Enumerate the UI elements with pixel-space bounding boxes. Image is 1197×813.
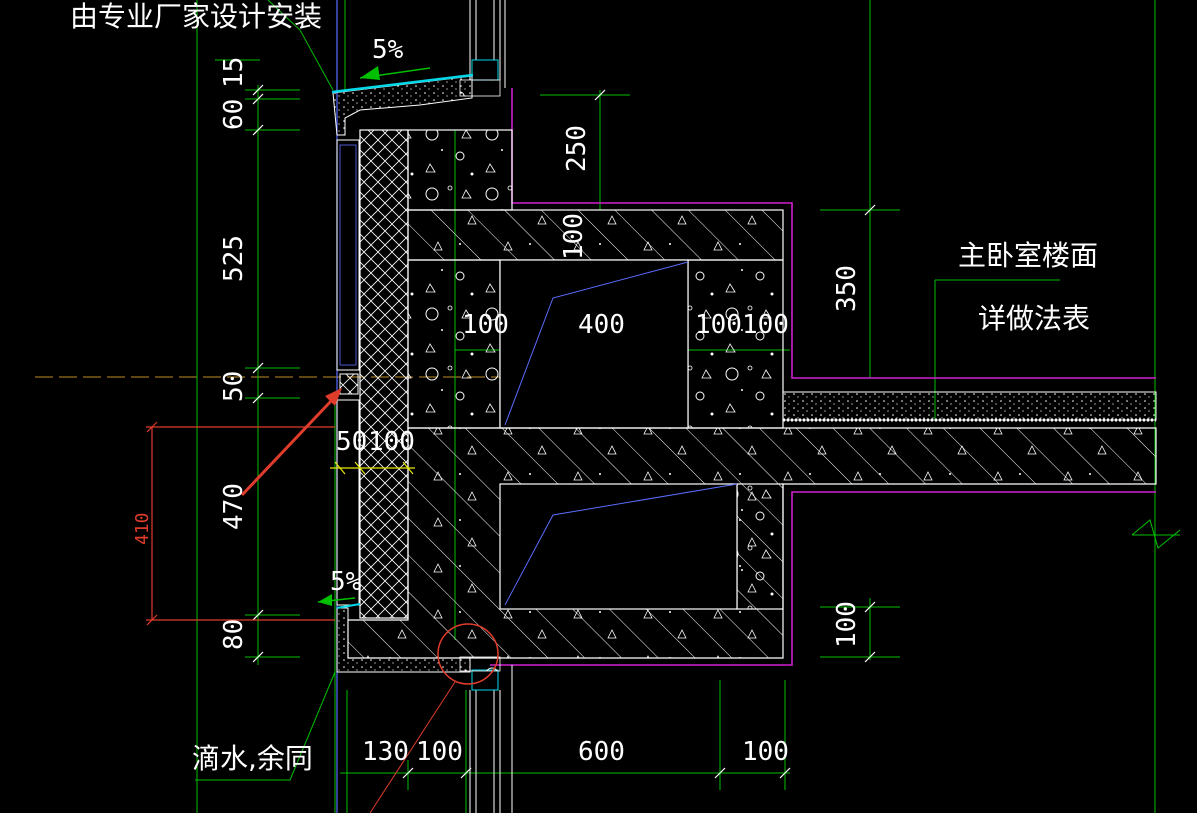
dim-bottom-100-right: 100 [742,737,789,767]
note-detail-table: 详做法表 [978,302,1090,335]
note-manufacturer: 由专业厂家设计安装 [70,0,322,33]
dim-525: 525 [219,235,249,282]
dim-470: 470 [219,483,249,530]
dim-inner-100-r1: 100 [695,310,742,340]
dim-inner-400: 400 [578,310,625,340]
dim-inner-100-left: 100 [462,310,509,340]
dim-bottom-130: 130 [362,737,409,767]
dim-bottom-600: 600 [578,737,625,767]
dim-80: 80 [219,619,249,650]
note-bedroom-floor: 主卧室楼面 [958,239,1098,272]
dim-inner-100-r2: 100 [742,310,789,340]
slope-arrow-top [359,66,431,80]
window-frames [469,0,501,813]
dim-60: 60 [219,99,249,130]
red-dimension-410 [146,421,335,626]
slope-label-top: 5% [372,35,404,65]
dim-inner-50: 50 [336,427,367,457]
dim-250: 250 [562,125,592,172]
dim-15: 15 [219,57,249,88]
dim-100-lower: 100 [832,601,862,648]
red-arrow [240,388,342,497]
dim-ticks [252,84,876,779]
red-highlight-circle [437,623,499,685]
note-drip: 滴水,余同 [192,742,313,775]
dim-350: 350 [832,265,862,312]
slope-arrow-bottom [317,594,356,606]
dim-50: 50 [219,371,249,402]
dim-inner-100b: 100 [368,427,415,457]
dim-410: 410 [132,512,153,545]
yellow-dimension [330,461,415,475]
dim-slab-100: 100 [559,213,589,260]
dim-bottom-100: 100 [416,737,463,767]
slope-label-bottom: 5% [330,567,362,597]
